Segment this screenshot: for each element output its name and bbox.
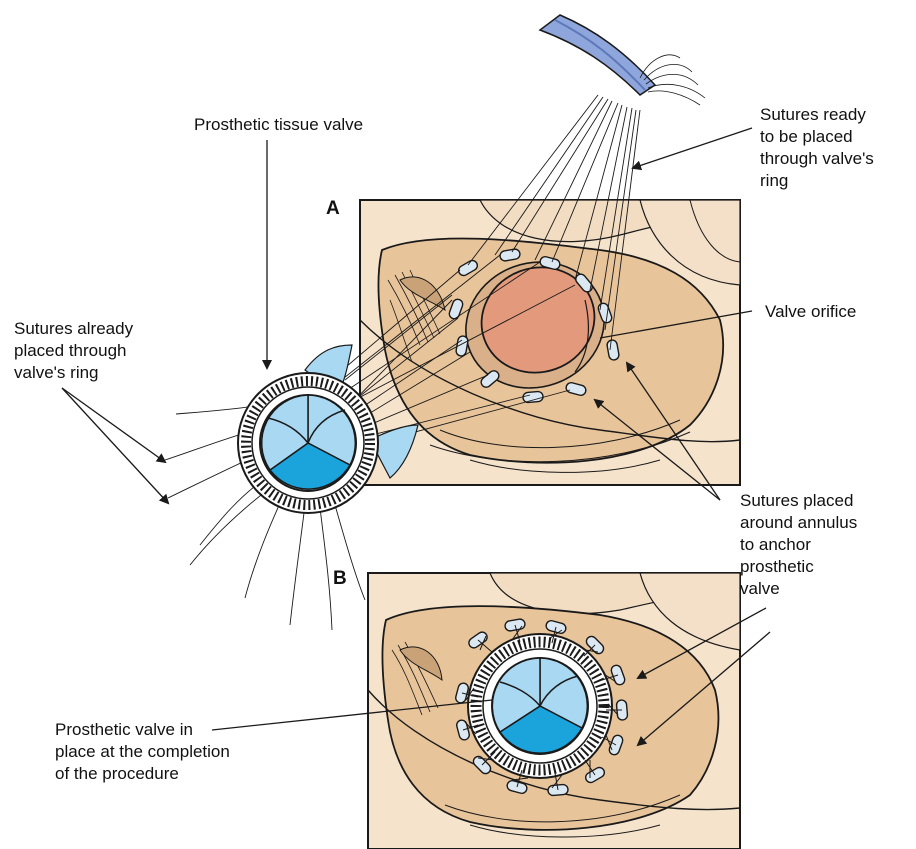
- label-sutures-already: Sutures already placed through valve's r…: [14, 318, 133, 384]
- label-sutures-ready: Sutures ready to be placed through valve…: [760, 104, 874, 192]
- panel-label-a: A: [326, 198, 340, 220]
- arrow-sutures-ready: [633, 128, 752, 168]
- label-prosthetic-in-place: Prosthetic valve in place at the complet…: [55, 719, 230, 785]
- panel-label-b: B: [333, 568, 347, 590]
- arrow-sutures-already-2: [62, 388, 168, 503]
- label-prosthetic-tissue-valve: Prosthetic tissue valve: [194, 114, 363, 136]
- label-sutures-around-annulus: Sutures placed around annulus to anchor …: [740, 490, 857, 600]
- arrow-sutures-already-1: [62, 388, 165, 462]
- label-valve-orifice: Valve orifice: [765, 301, 856, 323]
- suture-holder: [540, 15, 705, 105]
